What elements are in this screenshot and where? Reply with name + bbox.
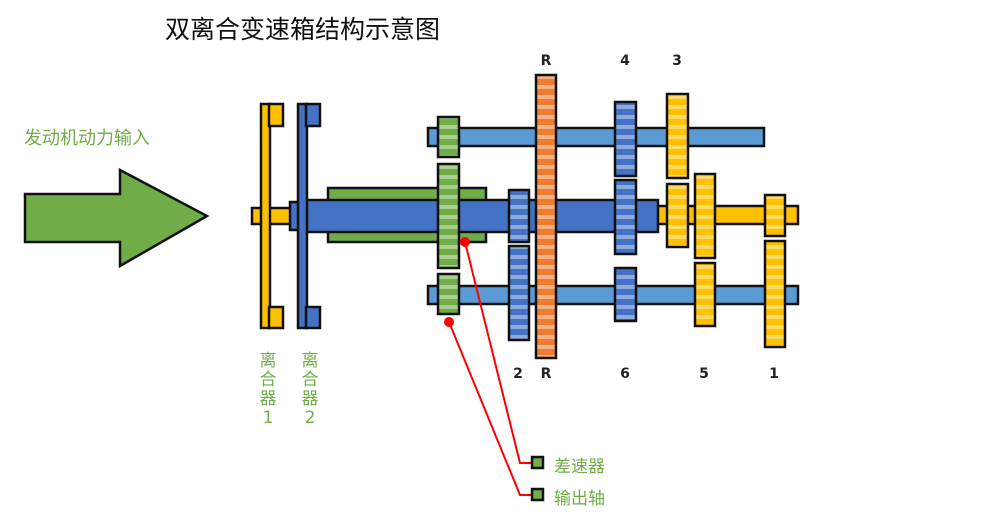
lower-countershaft bbox=[426, 284, 800, 306]
clutch-2-top-pad bbox=[304, 102, 322, 128]
clutch-1-label-char: 器 bbox=[259, 389, 277, 409]
gear-5-driven bbox=[693, 261, 717, 328]
gear-label-r-top: R bbox=[540, 53, 552, 69]
gear-5-drive bbox=[693, 172, 717, 260]
square-marker-icon bbox=[530, 455, 545, 470]
clutch-1-label-char: 离 bbox=[259, 351, 277, 371]
legend-output-shaft: 输出轴 bbox=[554, 489, 605, 509]
gear-4-6-drive bbox=[613, 178, 638, 256]
clutch-2-label: 离 合 器 2 bbox=[298, 352, 322, 428]
engine-input-label: 发动机动力输入 bbox=[24, 128, 150, 149]
gear-6-driven bbox=[613, 266, 638, 323]
outer-input-shaft bbox=[302, 198, 660, 234]
gear-2-driven bbox=[507, 244, 531, 342]
clutch-1-top-pad bbox=[267, 102, 285, 128]
gear-2-drive bbox=[507, 188, 531, 244]
gear-3-drive bbox=[665, 182, 690, 249]
output-shaft-point bbox=[444, 317, 454, 327]
clutch-2-plate bbox=[296, 102, 309, 330]
gear-label-r-bottom: R bbox=[540, 366, 552, 382]
gear-label-5: 5 bbox=[699, 366, 709, 382]
gear-label-6: 6 bbox=[620, 366, 630, 382]
clutch-2-label-char: 离 bbox=[301, 351, 319, 371]
gear-4-driven bbox=[613, 100, 638, 178]
clutch-1-bottom-pad bbox=[267, 305, 285, 330]
square-marker-icon bbox=[530, 487, 545, 502]
gear-label-1: 1 bbox=[769, 366, 779, 382]
engine-input-arrow bbox=[23, 167, 210, 269]
legend-differential: 差速器 bbox=[554, 457, 605, 477]
gear-label-2: 2 bbox=[513, 366, 523, 382]
diagram-title: 双离合变速箱结构示意图 bbox=[165, 15, 441, 44]
clutch-1-label-char: 合 bbox=[259, 370, 277, 390]
leader-line-output-shaft bbox=[448, 321, 537, 496]
output-gear-lower bbox=[436, 272, 461, 316]
clutch-2-bottom-pad bbox=[304, 305, 322, 330]
clutch-1-label: 离 合 器 1 bbox=[256, 352, 280, 428]
output-gear-upper bbox=[436, 115, 461, 159]
clutch-2-number: 2 bbox=[304, 408, 316, 428]
clutch-2-label-char: 器 bbox=[301, 389, 319, 409]
gear-3-driven bbox=[665, 92, 690, 180]
clutch-1-plate bbox=[259, 102, 272, 330]
differential-point bbox=[460, 237, 470, 247]
gear-1-driven bbox=[763, 239, 787, 349]
gear-label-3: 3 bbox=[672, 53, 682, 69]
gear-reverse bbox=[534, 73, 558, 360]
clutch-1-number: 1 bbox=[262, 408, 274, 428]
clutch-2-label-char: 合 bbox=[301, 370, 319, 390]
upper-countershaft bbox=[426, 126, 766, 148]
gear-1-drive bbox=[763, 193, 787, 238]
gear-label-4: 4 bbox=[620, 53, 630, 69]
output-gear-middle bbox=[436, 162, 461, 270]
